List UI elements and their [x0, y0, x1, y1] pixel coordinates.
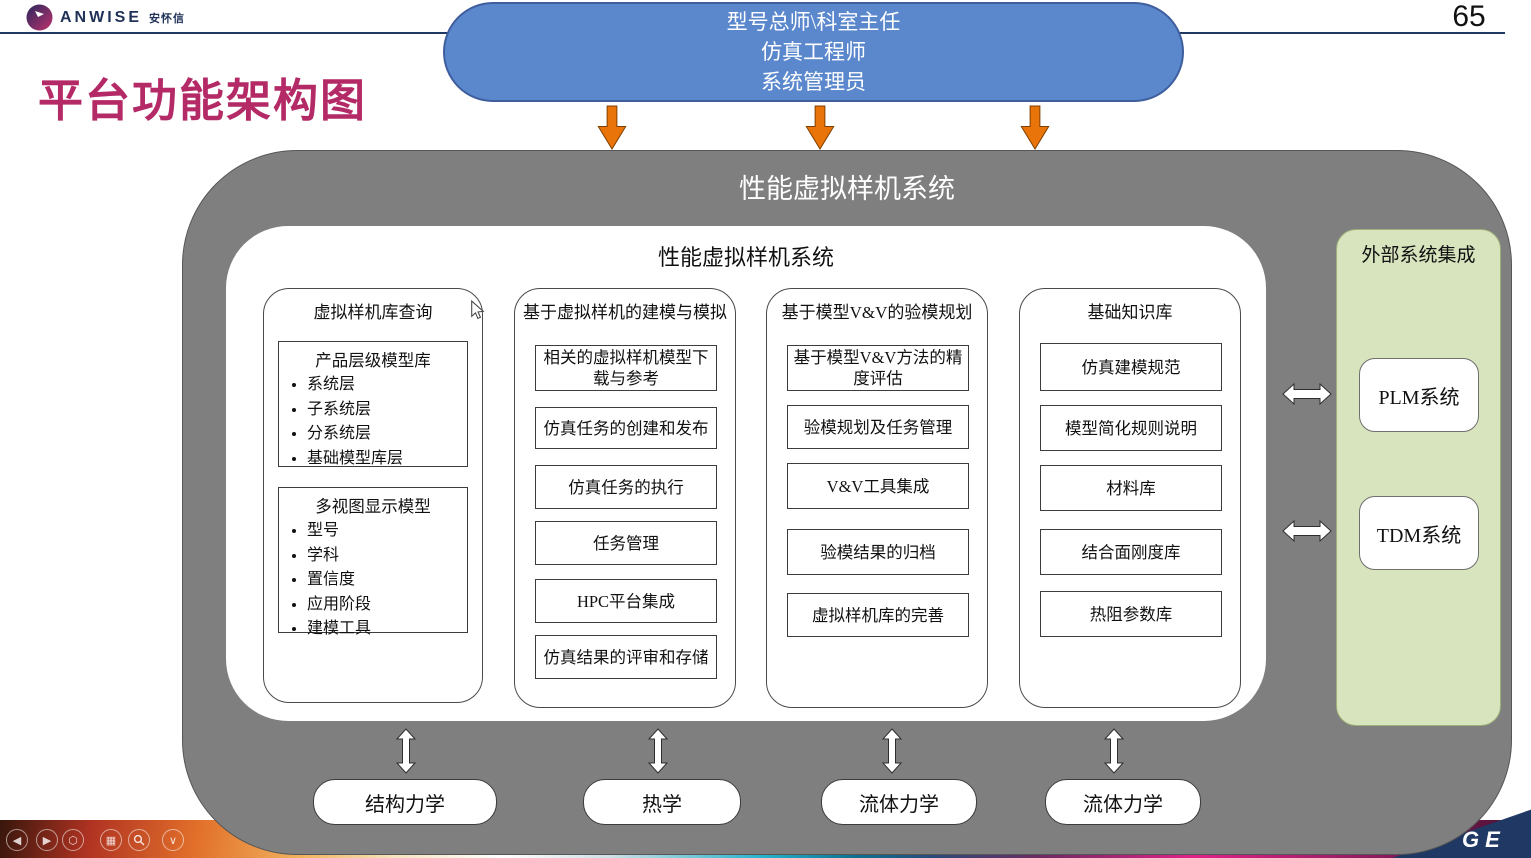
group-bullet-list: 型号 学科 置信度 应用阶段 建模工具: [279, 519, 467, 642]
down-arrow-icon: [1018, 105, 1052, 150]
bullet-item: 分系统层: [307, 422, 467, 447]
function-box: 热阻参数库: [1040, 591, 1222, 637]
discipline-box: 结构力学: [313, 779, 497, 825]
corner-logo-text: GE: [1462, 827, 1506, 852]
bullet-item: 学科: [307, 544, 467, 569]
discipline-box: 流体力学: [821, 779, 977, 825]
function-box: 仿真结果的评审和存储: [535, 635, 717, 679]
inner-system-panel: 性能虚拟样机系统 虚拟样机库查询 产品层级模型库 系统层 子系统层 分系统层 基…: [226, 226, 1266, 721]
discipline-box: 流体力学: [1045, 779, 1201, 825]
function-box: 仿真任务的执行: [535, 465, 717, 509]
brand-logo: ANWISE 安怀信: [26, 4, 185, 31]
function-box: 验模结果的归档: [787, 529, 969, 575]
column-title: 基于模型V&V的验模规划: [781, 303, 973, 322]
role-line: 系统管理员: [761, 70, 866, 94]
brand-logo-icon: [26, 4, 53, 31]
column-modeling-simulation: 基于虚拟样机的建模与模拟 相关的虚拟样机模型下载与参考 仿真任务的创建和发布 仿…: [514, 288, 736, 708]
prev-icon[interactable]: ◀: [6, 829, 28, 851]
group-multiview-model: 多视图显示模型 型号 学科 置信度 应用阶段 建模工具: [278, 487, 468, 637]
double-arrow-vertical-icon: [1102, 728, 1126, 774]
function-box: 相关的虚拟样机模型下载与参考: [535, 345, 717, 391]
page-number: 65: [1452, 0, 1486, 33]
column-title: 虚拟样机库查询: [313, 303, 433, 322]
search-icon[interactable]: [128, 829, 150, 851]
function-box: 材料库: [1040, 465, 1222, 511]
system-panel-title: 性能虚拟样机系统: [739, 174, 955, 204]
column-title: 基于虚拟样机的建模与模拟: [523, 303, 727, 322]
system-panel: 性能虚拟样机系统 性能虚拟样机系统 虚拟样机库查询 产品层级模型库 系统层 子系…: [182, 150, 1512, 855]
bullet-item: 基础模型库层: [307, 447, 467, 472]
brand-name: ANWISE: [60, 8, 142, 26]
external-systems-panel: 外部系统集成 PLM系统 TDM系统: [1336, 229, 1501, 726]
plm-system-box: PLM系统: [1359, 358, 1479, 432]
hexagon-icon[interactable]: ⬡: [62, 829, 84, 851]
grid-icon[interactable]: ▦: [100, 829, 122, 851]
column-vp-library-query: 虚拟样机库查询 产品层级模型库 系统层 子系统层 分系统层 基础模型库层 多视图…: [263, 288, 483, 703]
page-title: 平台功能架构图: [38, 75, 368, 126]
chevron-down-icon[interactable]: ∨: [162, 829, 184, 851]
column-vv-planning: 基于模型V&V的验模规划 基于模型V&V方法的精度评估 验模规划及任务管理 V&…: [766, 288, 988, 708]
down-arrow-icon: [595, 105, 629, 150]
double-arrow-horizontal-icon: [1281, 518, 1333, 544]
function-box: 仿真任务的创建和发布: [535, 407, 717, 449]
next-icon[interactable]: ▶: [36, 829, 58, 851]
function-box: 基于模型V&V方法的精度评估: [787, 345, 969, 391]
bullet-item: 建模工具: [307, 617, 467, 642]
function-box: 仿真建模规范: [1040, 343, 1222, 391]
double-arrow-vertical-icon: [646, 728, 670, 774]
role-line: 型号总师\科室主任: [726, 10, 901, 34]
function-box: 结合面刚度库: [1040, 529, 1222, 575]
function-box: 虚拟样机库的完善: [787, 593, 969, 637]
tdm-system-box: TDM系统: [1359, 496, 1479, 570]
role-line: 仿真工程师: [761, 40, 866, 64]
bullet-item: 型号: [307, 519, 467, 544]
double-arrow-vertical-icon: [880, 728, 904, 774]
function-box: HPC平台集成: [535, 579, 717, 623]
function-box: 验模规划及任务管理: [787, 405, 969, 449]
column-title: 基础知识库: [1087, 303, 1173, 322]
discipline-box: 热学: [583, 779, 741, 825]
mouse-cursor-icon: [470, 299, 485, 320]
function-box: 模型简化规则说明: [1040, 405, 1222, 451]
group-bullet-list: 系统层 子系统层 分系统层 基础模型库层: [279, 373, 467, 471]
group-product-model-library: 产品层级模型库 系统层 子系统层 分系统层 基础模型库层: [278, 341, 468, 467]
bullet-item: 置信度: [307, 568, 467, 593]
external-systems-title: 外部系统集成: [1361, 245, 1476, 266]
down-arrow-icon: [803, 105, 837, 150]
column-knowledge-base: 基础知识库 仿真建模规范 模型简化规则说明 材料库 结合面刚度库 热阻参数库: [1019, 288, 1241, 708]
group-title: 多视图显示模型: [315, 497, 431, 516]
double-arrow-vertical-icon: [394, 728, 418, 774]
bullet-item: 子系统层: [307, 398, 467, 423]
bullet-item: 应用阶段: [307, 593, 467, 618]
group-title: 产品层级模型库: [315, 351, 431, 370]
inner-system-title: 性能虚拟样机系统: [657, 245, 834, 270]
brand-name-cn: 安怀信: [149, 12, 185, 25]
function-box: V&V工具集成: [787, 463, 969, 509]
bullet-item: 系统层: [307, 373, 467, 398]
double-arrow-horizontal-icon: [1281, 381, 1333, 407]
function-box: 任务管理: [535, 521, 717, 565]
roles-bubble: 型号总师\科室主任 仿真工程师 系统管理员: [443, 2, 1184, 102]
